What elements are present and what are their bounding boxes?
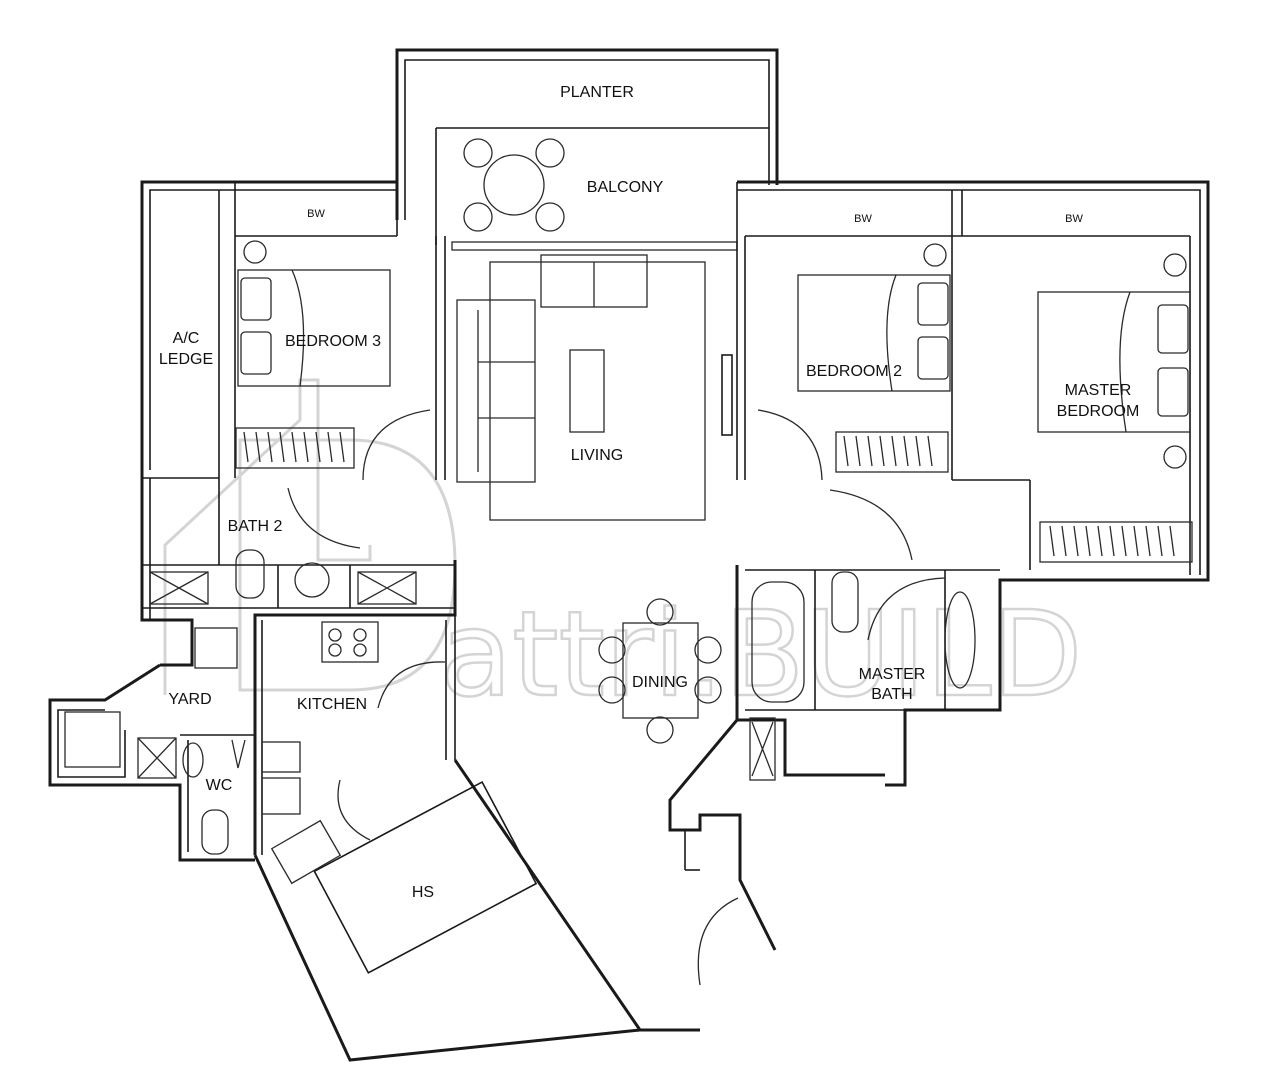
- label-ac-ledge-line1: A/C: [173, 330, 200, 347]
- bath2-fixtures: [149, 549, 417, 605]
- label-bw-master: BW: [1065, 213, 1083, 225]
- label-hs: HS: [412, 884, 434, 901]
- watermark-text: attri.BUILD: [440, 585, 1082, 723]
- wc-fixtures: [182, 739, 246, 855]
- watermark-house-icon: [163, 378, 372, 695]
- kitchen-fixtures: [64, 621, 379, 885]
- label-yard: YARD: [168, 691, 211, 708]
- label-planter: PLANTER: [560, 84, 634, 101]
- label-dining: DINING: [632, 674, 688, 691]
- label-bath2: BATH 2: [228, 518, 283, 535]
- balcony-area: [395, 48, 779, 251]
- label-master-bath-line1: MASTER: [859, 666, 926, 683]
- label-master-bedroom-line2: BEDROOM: [1057, 403, 1140, 420]
- label-bedroom2: BEDROOM 2: [806, 363, 902, 380]
- master-bath-fixtures: [749, 571, 976, 781]
- dining-set: [598, 598, 722, 744]
- living-furniture: [456, 254, 733, 521]
- room-labels: PLANTER BALCONY BW BW BW A/C LEDGE BEDRO…: [159, 84, 1139, 901]
- master-bedroom-furniture: [1037, 253, 1193, 563]
- balcony-table-set: [463, 138, 565, 232]
- watermark: attri.BUILD: [163, 378, 1084, 724]
- bedroom3-furniture: [235, 240, 391, 469]
- label-wc: WC: [206, 777, 233, 794]
- label-bw-bedroom3: BW: [307, 208, 325, 220]
- bedroom2-furniture: [797, 243, 951, 473]
- label-living: LIVING: [571, 447, 623, 464]
- label-master-bath-line2: BATH: [871, 686, 912, 703]
- label-ac-ledge-line2: LEDGE: [159, 351, 213, 368]
- label-bw-bedroom2: BW: [854, 213, 872, 225]
- doors: [287, 409, 946, 986]
- label-balcony: BALCONY: [587, 179, 664, 196]
- label-kitchen: KITCHEN: [297, 696, 367, 713]
- label-bedroom3: BEDROOM 3: [285, 333, 381, 350]
- label-master-bedroom-line1: MASTER: [1065, 382, 1132, 399]
